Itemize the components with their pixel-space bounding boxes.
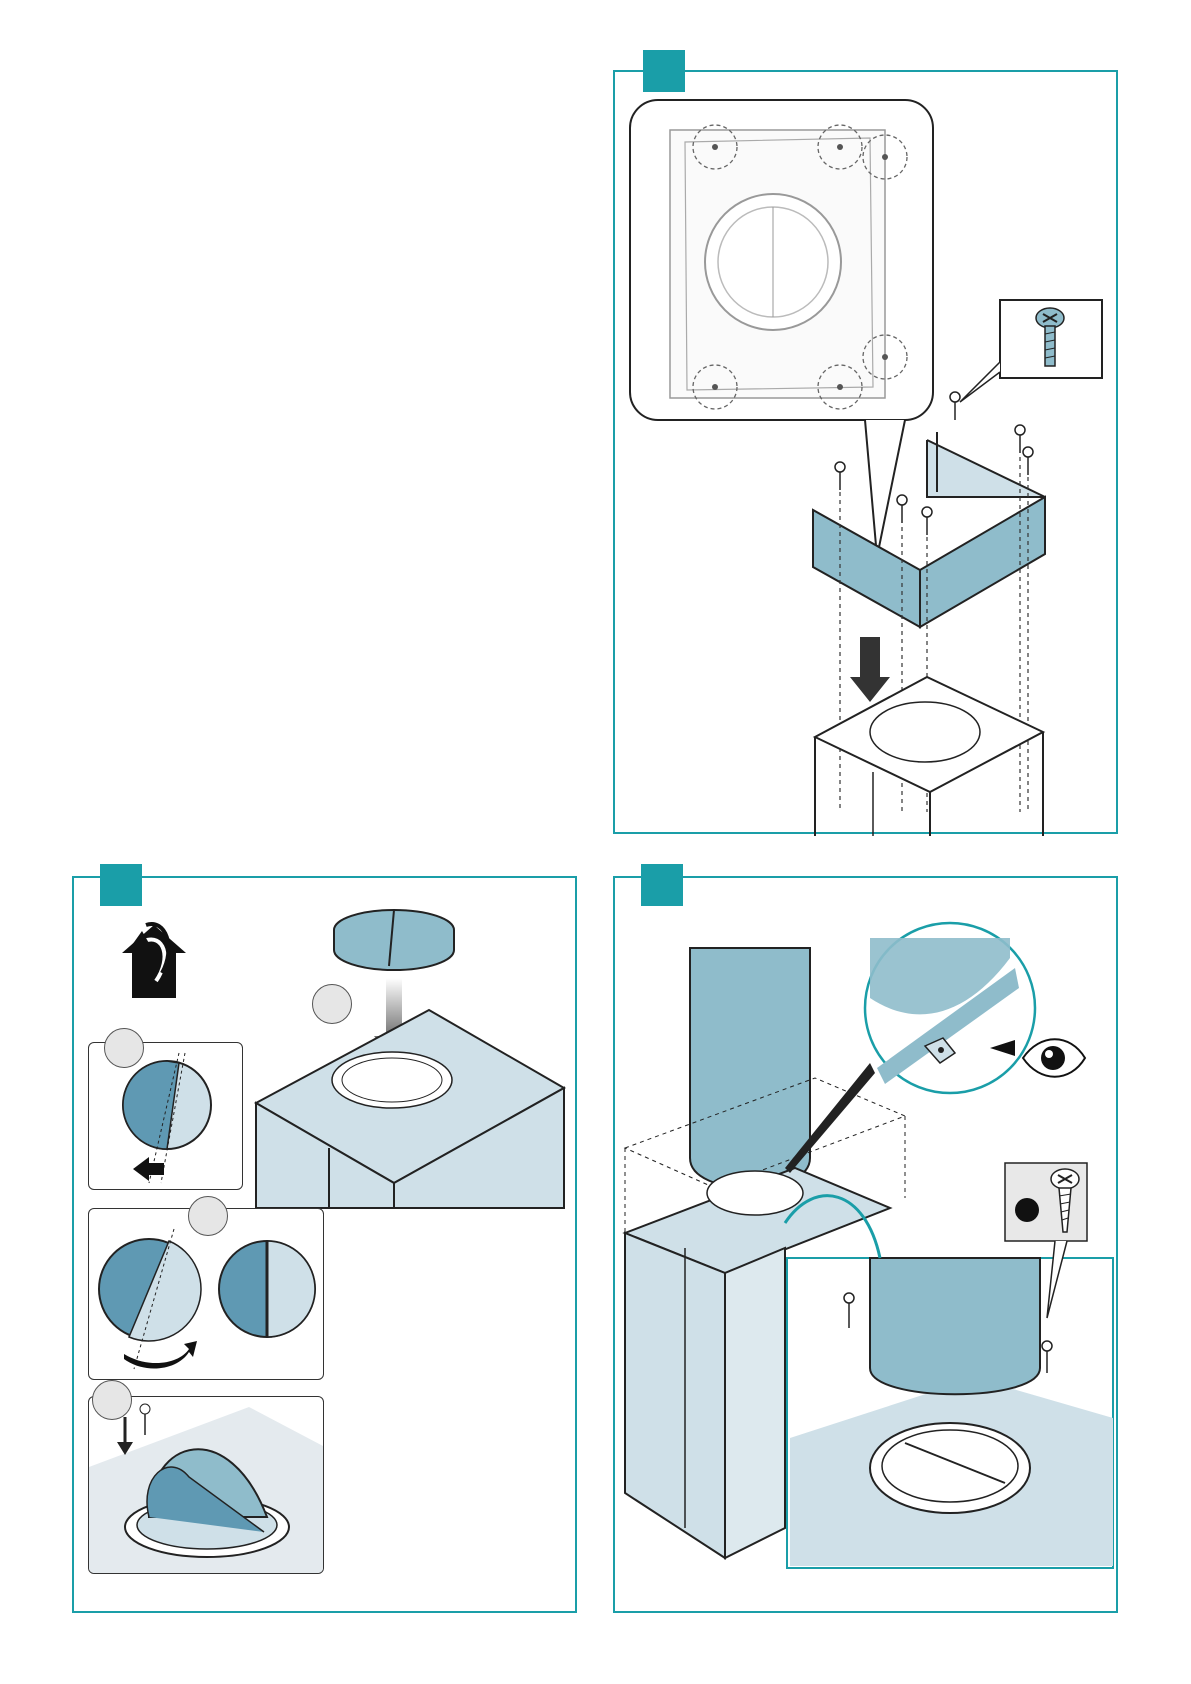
sub-step-circle (312, 984, 352, 1024)
damper-screw-diagram (89, 1397, 324, 1574)
step-panel-bottom-left (72, 876, 577, 1613)
screw-icon (1045, 1166, 1085, 1238)
screw-icon (1025, 304, 1075, 374)
sub-step-circle (188, 1196, 228, 1236)
sub-step-circle (104, 1028, 144, 1068)
sub-step-box-1 (88, 1042, 243, 1190)
sub-step-box-3 (88, 1396, 324, 1574)
step-panel-bottom-right (613, 876, 1118, 1613)
illustration-duct-mount (615, 878, 1120, 1615)
eye-icon (985, 1028, 1085, 1088)
sub-step-circle (92, 1380, 132, 1420)
damper-flap-diagram (89, 1043, 243, 1190)
step-panel-top (613, 70, 1118, 834)
illustration-cover-bracket (615, 72, 1120, 836)
